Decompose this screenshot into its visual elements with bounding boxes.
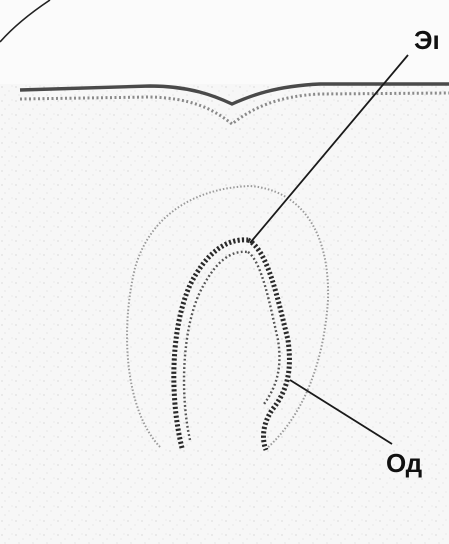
mesenchyme-speckle	[0, 84, 449, 544]
bottom-label: Од	[386, 448, 423, 478]
top-label: Эı	[414, 25, 440, 55]
